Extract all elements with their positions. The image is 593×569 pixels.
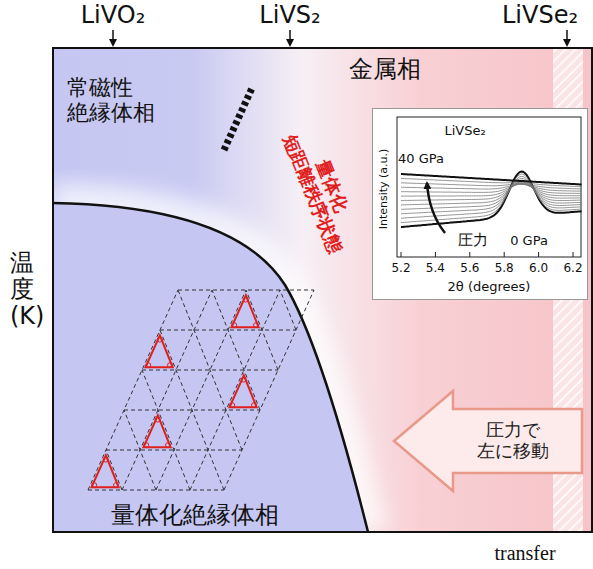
inset-title: LiVSe₂ [444,124,485,139]
triangular-lattice [88,290,314,490]
trimer-triangle [231,295,258,327]
plot-frame [397,117,581,257]
orbital-dot [157,337,162,342]
axis-label: 2θ (degrees) [448,280,531,295]
orbital-dot [241,377,246,382]
tick-label: 5.8 [495,262,514,276]
lattice-line [106,450,122,490]
metal-region [53,48,593,532]
tick [435,252,436,257]
lattice-line [156,290,246,490]
orbital-dot [254,323,259,328]
trimer-triangle [91,455,118,487]
tick [504,252,505,257]
footer-text: transfer [494,542,555,565]
boundary-glow [53,203,368,532]
tick-label: 5.2 [391,262,410,276]
lattice-line [280,290,296,330]
lattice-line [160,330,224,490]
orbital-dot [166,443,171,448]
pointer-arrow [112,30,114,45]
lattice-line [178,290,242,450]
lattice-line [124,410,156,490]
dimer-insulator-region [53,203,368,532]
arrow-label: 圧力 [456,232,490,249]
tick-label: 5.6 [460,262,479,276]
pressure-arrow [427,183,445,233]
pressure-label: 40 GPa [398,152,444,167]
compound-label: LiVSe₂ [502,2,578,30]
compound-label: LiVO₂ [81,2,146,30]
orbital-dot [92,483,97,488]
tick [401,252,402,257]
axis-label: Intensity (a.u.) [378,149,391,230]
phase-label: 常磁性 絶縁体相 [67,75,177,126]
orbital-dot [232,323,237,328]
pressure-shift-arrow: 圧力で 左に移動 [391,388,585,494]
frame [53,48,592,532]
tick-label: 6.0 [529,262,548,276]
lattice-line [88,290,178,490]
pressure-label: 0 GPa [510,234,548,249]
orbital-dot [144,443,149,448]
inset-plot: LiVSe₂40 GPa 0 GPa 圧力 Intensity (a.u.) 5.2 5.… [372,108,588,300]
pointer-arrow [289,30,291,45]
orbital-dot [146,363,151,368]
orbital-dot [155,417,160,422]
orbital-dot [168,363,173,368]
lattice-line [224,290,314,490]
dashed-boundary [224,88,252,150]
tick-label: 5.4 [426,262,445,276]
trimer-triangle [229,375,256,407]
lattice-line [246,290,278,370]
orbital-dot [230,403,235,408]
orbital-dot [103,457,108,462]
orbital-dot [114,483,119,488]
arrow-label: 圧力で 左に移動 [468,420,558,461]
lattice-line [122,290,212,490]
pointer-arrow [566,30,568,45]
phase-label: 量体化絶縁体相 [111,502,279,530]
axis-label: 温度 (K) [10,250,34,329]
tick [573,252,574,257]
orbital-dot [243,297,248,302]
tick-label: 6.2 [563,262,582,276]
trimer-triangle [143,415,170,447]
tick [469,252,470,257]
phase-label: 金属相 [349,56,421,84]
phase-boundary [53,203,368,532]
lattice-line [190,290,280,490]
compound-label: LiVS₂ [259,2,320,30]
trimer-triangle [145,335,172,367]
xrd-curve [401,174,582,185]
orbital-dot [252,403,257,408]
lattice-line [142,370,190,490]
tick [538,252,539,257]
arrow-shape [394,391,582,491]
